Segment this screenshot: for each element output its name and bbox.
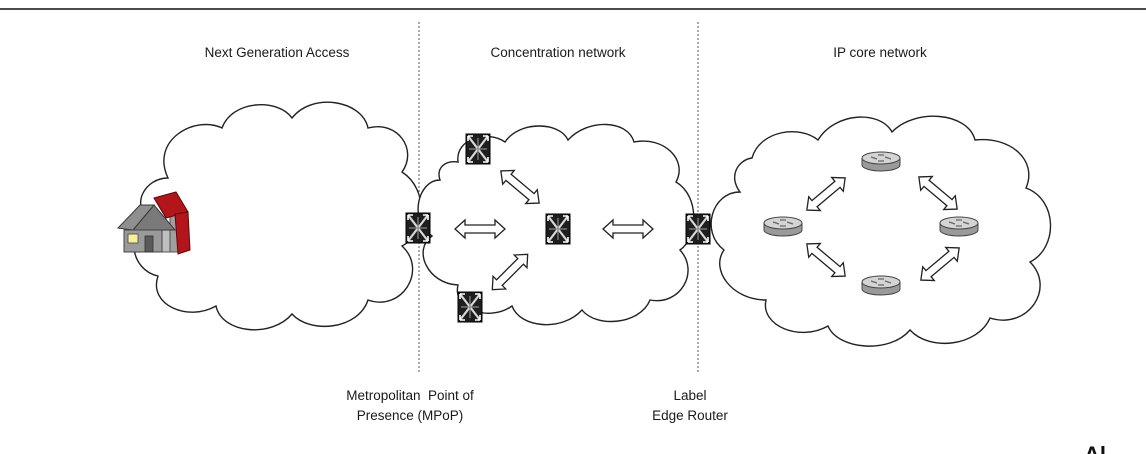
section-title-core: IP core network: [833, 45, 927, 60]
router-right-icon: [939, 216, 979, 237]
label-edge-router-icon: [684, 212, 712, 246]
caption-ler-line2: Edge Router: [652, 408, 728, 423]
router-top-icon: [861, 151, 901, 172]
section-title-access: Next Generation Access: [205, 45, 350, 60]
mpop-switch-icon: [404, 211, 432, 245]
router-bottom-icon: [861, 275, 901, 296]
switch-bottom-icon: [456, 290, 484, 324]
caption-ler-line1: Label: [673, 388, 706, 403]
switch-center-icon: [544, 212, 572, 246]
router-left-icon: [763, 216, 803, 237]
cloud-core: [710, 115, 1052, 347]
house-icon: [116, 191, 191, 255]
corner-cropped-text: Al: [1084, 442, 1106, 454]
section-title-concentration: Concentration network: [490, 45, 625, 60]
caption-mpop-line2: Presence (MPoP): [357, 408, 464, 423]
switch-top-icon: [464, 132, 492, 166]
caption-mpop-line1: Metropolitan Point of: [346, 388, 474, 403]
cloud-access: [133, 101, 422, 331]
